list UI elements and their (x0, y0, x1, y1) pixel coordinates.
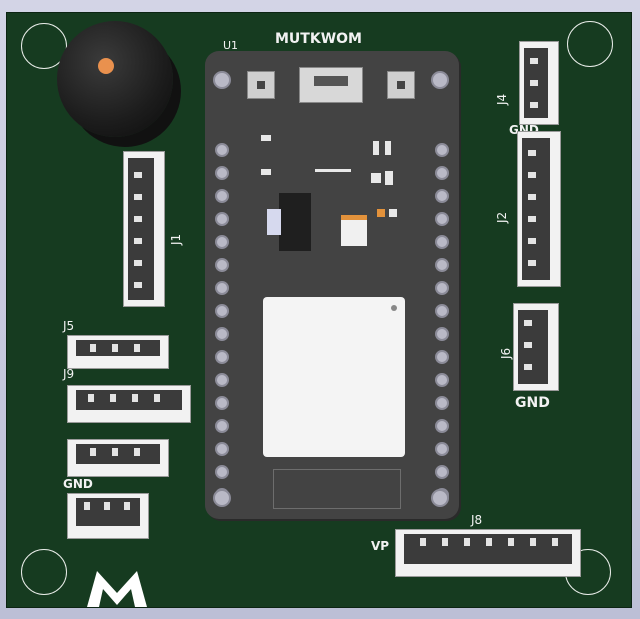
connector-j9-label: J9 (63, 367, 75, 381)
header-pad (435, 258, 449, 272)
module-mount-pad (213, 71, 231, 89)
module-mount-pad (431, 71, 449, 89)
connector-unlabeled-1 (67, 439, 169, 477)
header-pad (215, 304, 229, 318)
m-logo (87, 571, 147, 607)
header-pad (215, 396, 229, 410)
voltage-regulator (279, 193, 311, 251)
header-pad (215, 212, 229, 226)
smd-component (371, 173, 381, 183)
header-pad (435, 327, 449, 341)
header-pad (435, 143, 449, 157)
connector-j8 (395, 529, 581, 577)
connector-j2-label: J2 (495, 211, 509, 223)
module-mount-pad (213, 489, 231, 507)
connector-j6-label: J6 (499, 347, 513, 359)
header-pad (435, 166, 449, 180)
connector-j9 (67, 385, 191, 423)
buzzer (57, 21, 173, 137)
connector-j2 (517, 131, 561, 287)
header-pad (435, 189, 449, 203)
smd-component (385, 171, 393, 185)
header-pad (215, 281, 229, 295)
header-pad (215, 166, 229, 180)
header-pad (215, 419, 229, 433)
header-pad (435, 212, 449, 226)
header-pad (215, 235, 229, 249)
module-name-label: MUTKWOM (275, 31, 362, 47)
smd-component (373, 141, 379, 155)
rf-shield (263, 297, 405, 457)
connector-j5 (67, 335, 169, 369)
mounting-hole-bottom-left (21, 549, 67, 595)
header-pad (435, 465, 449, 479)
smd-component (389, 209, 397, 217)
header-pad (435, 235, 449, 249)
connector-j5-label: J5 (63, 319, 75, 333)
pcb-antenna (273, 469, 401, 509)
header-pad (435, 350, 449, 364)
header-pad (435, 442, 449, 456)
smd-component (385, 141, 391, 155)
smd-component (315, 169, 351, 172)
smd-component (261, 135, 271, 141)
header-pad (435, 304, 449, 318)
smd-component (267, 209, 281, 235)
header-pad (435, 419, 449, 433)
header-pad (435, 373, 449, 387)
smd-component (377, 209, 385, 217)
mounting-hole-top-right (567, 21, 613, 67)
header-pad (215, 258, 229, 272)
reset-button (387, 71, 415, 99)
module-mount-pad (431, 489, 449, 507)
header-pad (435, 281, 449, 295)
header-pad (215, 189, 229, 203)
header-pad (215, 465, 229, 479)
usb-port (299, 67, 363, 103)
header-pad (215, 350, 229, 364)
connector-j4 (519, 41, 559, 125)
connector-unlabeled-2 (67, 493, 149, 539)
header-pad (215, 143, 229, 157)
header-pad (215, 442, 229, 456)
header-pad (435, 396, 449, 410)
module-ref-label: U1 (223, 39, 239, 52)
connector-j1-label: J1 (169, 233, 183, 245)
pcb-board: U1 MUTKWOM J1 J4 GND J2 J6 (6, 12, 632, 608)
connector-j6 (513, 303, 559, 391)
header-pad (215, 373, 229, 387)
gnd-label-right: GND (515, 395, 550, 411)
smd-component (261, 169, 271, 175)
gnd-label-left: GND (63, 477, 93, 491)
esp32-module (205, 51, 459, 519)
connector-j1 (123, 151, 165, 307)
boot-button (247, 71, 275, 99)
smd-component (341, 215, 367, 246)
header-pad (215, 327, 229, 341)
buzzer-pin-dot (98, 58, 114, 74)
connector-j4-label: J4 (495, 93, 509, 105)
vp-label: VP (371, 539, 390, 553)
connector-j8-label: J8 (471, 513, 483, 527)
